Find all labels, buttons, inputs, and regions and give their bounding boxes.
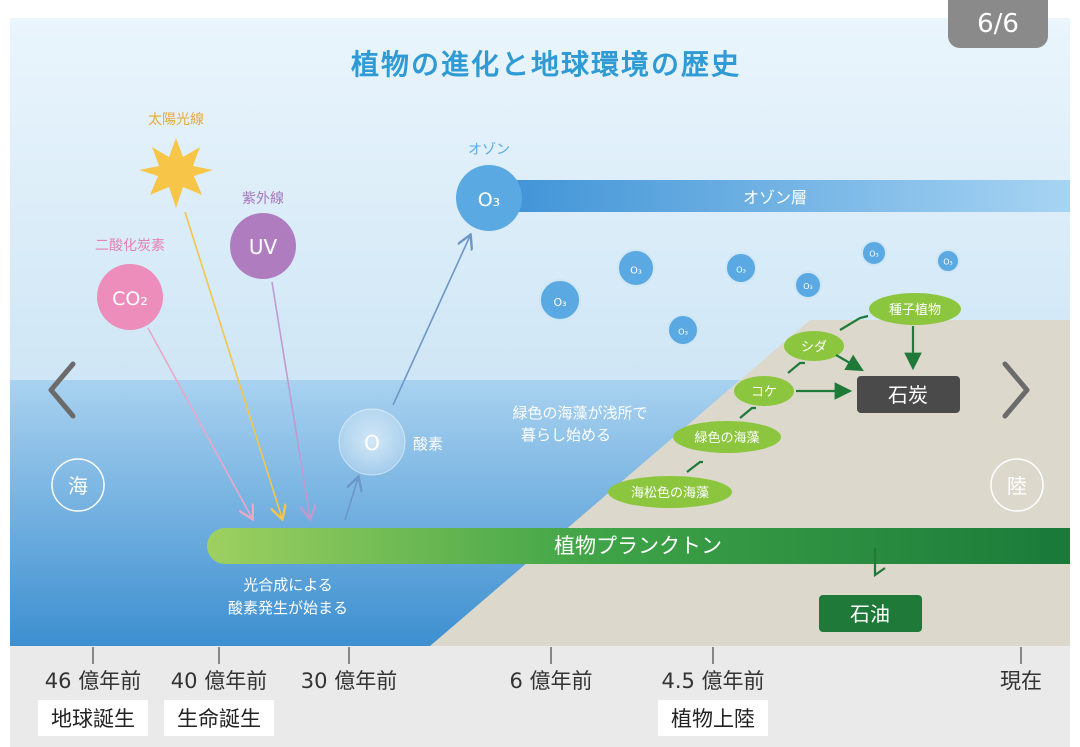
co2-circle bbox=[97, 264, 163, 330]
next-slide-button[interactable] bbox=[996, 360, 1036, 420]
ozone-layer-label: オゾン層 bbox=[743, 188, 807, 207]
stage-seaweed-green-label: 緑色の海藻 bbox=[694, 430, 759, 446]
stage-moss-label: コケ bbox=[751, 385, 777, 400]
stage-moss bbox=[734, 376, 794, 406]
chevron-left-icon bbox=[48, 361, 76, 419]
small-ozone-label: O₃ bbox=[553, 296, 566, 309]
co2-arrow bbox=[147, 327, 252, 518]
sunlight-arrow bbox=[184, 211, 282, 518]
timeline-event-label: 生命誕生 bbox=[177, 707, 261, 731]
small-ozone-label: O₃ bbox=[943, 257, 953, 266]
coal-label: 石炭 bbox=[888, 383, 928, 407]
timeline-event-badge bbox=[658, 700, 768, 736]
seaweed-note-line1: 緑色の海藻が浅所で bbox=[512, 404, 647, 422]
timeline-tick-label: 現在 bbox=[1000, 669, 1042, 693]
plankton-label: 植物プランクトン bbox=[554, 534, 722, 558]
plankton-bar-end bbox=[1040, 528, 1070, 564]
small-ozone-molecule bbox=[617, 249, 655, 287]
sun-icon bbox=[139, 138, 213, 208]
sea-badge bbox=[51, 458, 105, 512]
prev-slide-button[interactable] bbox=[42, 360, 82, 420]
uv-arrow bbox=[271, 281, 310, 518]
small-ozone-label: O₃ bbox=[678, 327, 688, 337]
stage-seaweed-green bbox=[673, 421, 781, 453]
page-counter: 6/6 bbox=[948, 0, 1048, 48]
stage-seed-plants-label: 種子植物 bbox=[889, 302, 941, 318]
stage-fern-label: シダ bbox=[801, 340, 827, 355]
photosynthesis-line2: 酸素発生が始まる bbox=[228, 599, 348, 617]
stage-seed-plants bbox=[869, 293, 961, 325]
uv-circle-label: UV bbox=[249, 235, 278, 259]
small-ozone-label: O₃ bbox=[869, 250, 879, 259]
ozone-circle-label: O₃ bbox=[478, 189, 501, 211]
ozone-layer-band bbox=[500, 180, 1070, 212]
chevron-right-icon bbox=[1002, 361, 1030, 419]
small-ozone-molecule bbox=[725, 252, 757, 284]
oil-box bbox=[819, 595, 922, 632]
timeline-event-label: 植物上陸 bbox=[671, 707, 755, 731]
stage-seaweed-olive bbox=[608, 476, 732, 508]
small-ozone-molecule bbox=[667, 314, 699, 346]
oxygen-to-ozone-arrow bbox=[392, 236, 470, 406]
timeline-tick-label: 46 億年前 bbox=[45, 669, 141, 693]
oxygen-circle-label: O bbox=[364, 431, 380, 455]
small-ozone-molecule bbox=[936, 249, 960, 273]
small-ozone-label: O₃ bbox=[630, 265, 642, 276]
timeline-tick-label: 30 億年前 bbox=[301, 669, 397, 693]
oxygen-rise-arrow bbox=[344, 478, 358, 521]
ozone-caption: オゾン bbox=[468, 142, 510, 158]
sea-label: 海 bbox=[68, 474, 88, 498]
small-ozone-molecule bbox=[794, 271, 822, 299]
plankton-bar bbox=[207, 528, 1070, 564]
uv-circle bbox=[230, 213, 296, 279]
small-ozone-molecule bbox=[539, 279, 581, 321]
diagram-title: 植物の進化と地球環境の歴史 bbox=[351, 48, 741, 81]
coal-box bbox=[857, 376, 960, 413]
oxygen-label: 酸素 bbox=[413, 435, 443, 453]
land-label: 陸 bbox=[1007, 474, 1027, 498]
photosynthesis-line1: 光合成による bbox=[243, 576, 333, 594]
timeline-event-badge bbox=[164, 700, 274, 736]
co2-circle-label: CO₂ bbox=[112, 288, 148, 310]
co2-caption: 二酸化炭素 bbox=[95, 238, 165, 254]
oxygen-circle bbox=[338, 408, 406, 476]
timeline-tick-label: 40 億年前 bbox=[171, 669, 267, 693]
small-ozone-label: O₃ bbox=[736, 265, 746, 275]
oil-label: 石油 bbox=[850, 602, 890, 626]
timeline-event-label: 地球誕生 bbox=[51, 707, 135, 731]
stage-seaweed-olive-label: 海松色の海藻 bbox=[631, 485, 709, 501]
sunlight-caption: 太陽光線 bbox=[148, 112, 204, 128]
seaweed-note-line2: 暮らし始める bbox=[521, 426, 611, 444]
small-ozone-group: O₃ O₃ O₃ O₃ O₃ O₃ O₃ bbox=[539, 240, 960, 346]
uv-caption: 紫外線 bbox=[242, 191, 284, 207]
timeline-tick-label: 6 億年前 bbox=[509, 669, 592, 693]
land-badge bbox=[990, 458, 1044, 512]
timeline-tick-label: 4.5 億年前 bbox=[661, 669, 764, 693]
small-ozone-label: O₃ bbox=[803, 282, 813, 291]
evolution-arrows bbox=[686, 314, 922, 578]
small-ozone-molecule bbox=[861, 240, 887, 266]
ozone-circle bbox=[456, 165, 522, 231]
stage-fern bbox=[784, 331, 844, 361]
timeline-event-badge bbox=[38, 700, 148, 736]
